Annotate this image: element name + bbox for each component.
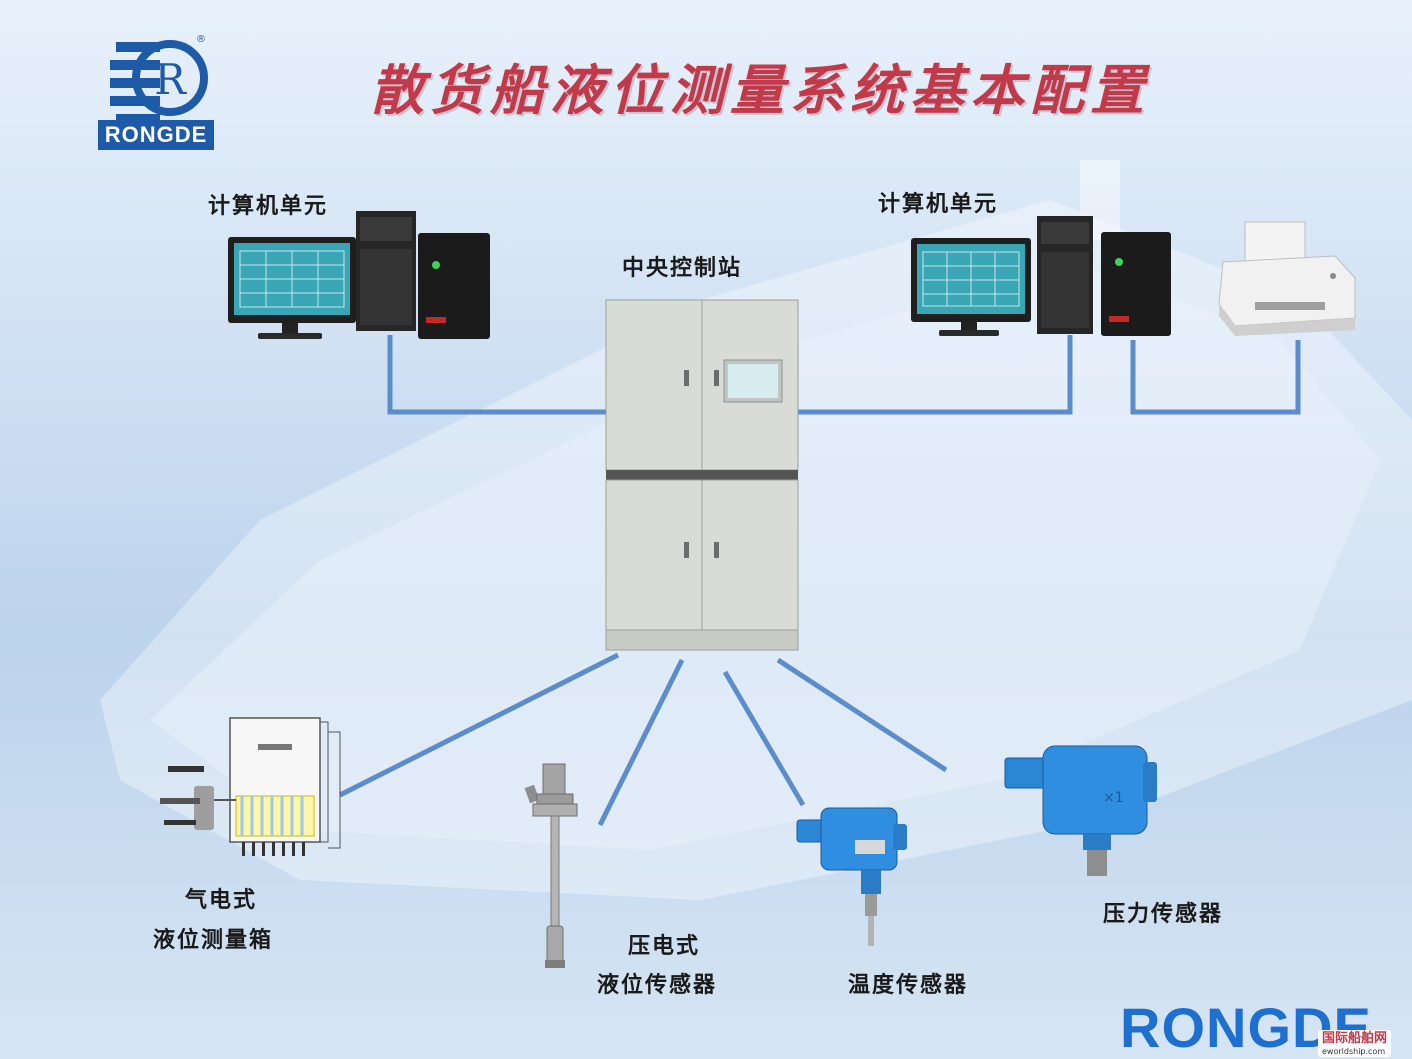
label-pressure: 压力传感器	[1103, 902, 1224, 927]
link-pressure-sensor	[776, 657, 948, 773]
link-printer	[1130, 340, 1301, 415]
link-piezo-sensor	[597, 658, 685, 827]
link-left-computer	[387, 335, 608, 415]
pressure-sensor: ×1	[1004, 745, 1157, 876]
link-right-computer	[796, 335, 1073, 415]
label-computer-right: 计算机单元	[878, 192, 999, 217]
logo-registered: ®	[196, 34, 206, 45]
temperature-sensor	[796, 807, 907, 946]
label-central-station: 中央控制站	[622, 256, 743, 281]
label-piezo-line1: 压电式	[628, 934, 701, 959]
label-temperature: 温度传感器	[848, 973, 969, 998]
label-computer-left: 计算机单元	[208, 194, 329, 219]
computer-unit-left	[228, 211, 490, 339]
rongde-logo: R ®	[110, 34, 208, 122]
label-piezo-line2: 液位传感器	[597, 973, 718, 998]
page-title: 散货船液位测量系统基本配置	[370, 58, 1150, 122]
link-pneumatic-box	[338, 652, 620, 798]
piezo-level-sensor	[524, 763, 578, 968]
watermark-text: 国际船舶网	[1322, 1031, 1388, 1046]
computer-unit-right	[911, 216, 1171, 336]
pneumatic-level-box	[160, 717, 341, 856]
logo-brand-text: RONGDE	[98, 120, 214, 150]
link-temperature-sensor	[722, 670, 806, 807]
logo-letter: R	[154, 55, 187, 104]
central-control-station	[605, 299, 799, 651]
svg-text:×1: ×1	[1103, 790, 1124, 806]
label-pneumatic-line2: 液位测量箱	[153, 928, 274, 953]
label-pneumatic-line1: 气电式	[185, 888, 258, 913]
watermark-url: eworldship.com	[1322, 1047, 1386, 1056]
printer	[1218, 221, 1356, 336]
watermark: 国际船舶网 eworldship.com	[1318, 1030, 1392, 1057]
